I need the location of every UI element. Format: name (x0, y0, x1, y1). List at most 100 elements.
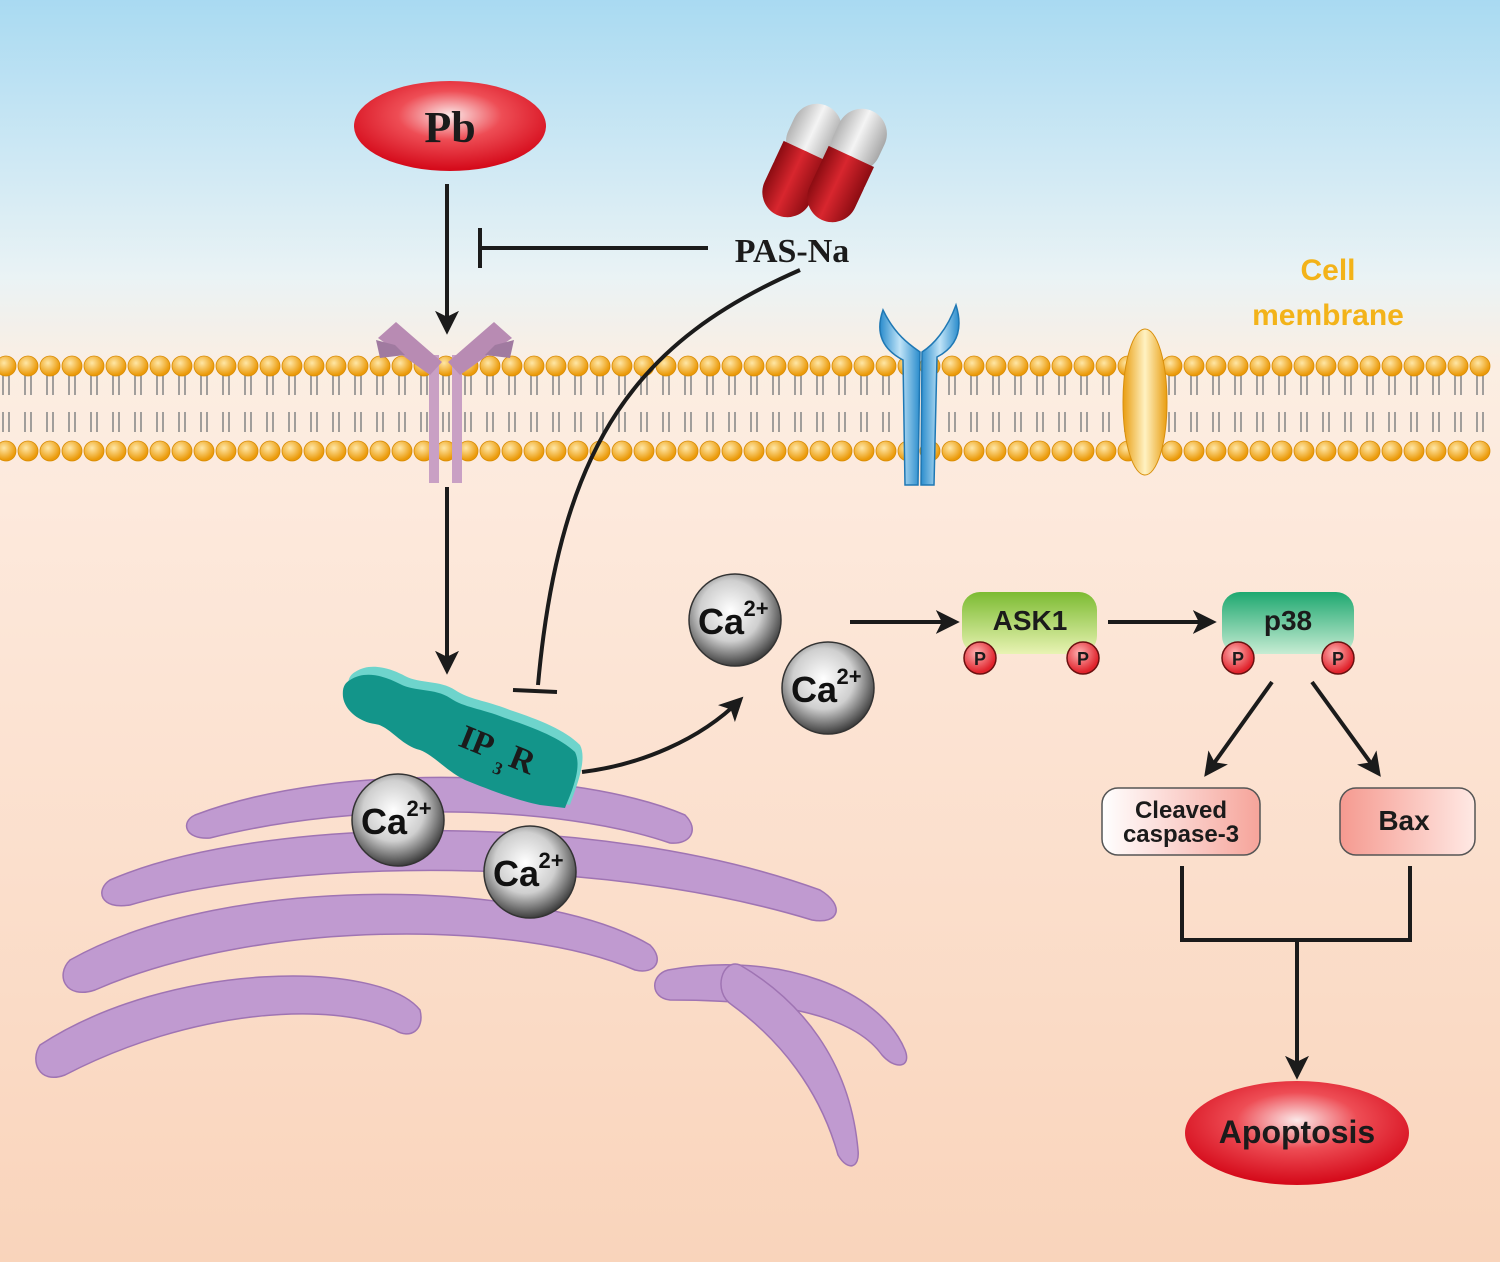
lipid-head (1183, 440, 1205, 462)
lipid-tail (420, 375, 428, 432)
lipid-head (809, 355, 831, 377)
calcium-ion-4: Ca 2+ (781, 641, 875, 735)
lipid-tail (1102, 375, 1110, 432)
ask1-phospho-left-label: P (974, 649, 986, 669)
lipid-tail (794, 375, 802, 432)
lipid-head (1469, 355, 1491, 377)
lipid-tail (266, 375, 274, 432)
lipid-tail (1212, 375, 1220, 432)
p38-phospho-right-label: P (1332, 649, 1344, 669)
lipid-head (1249, 355, 1271, 377)
lipid-head (1029, 440, 1051, 462)
calcium-ion-3-label: Ca (698, 601, 745, 642)
lipid-tail (1058, 375, 1066, 432)
lipid-head (1227, 440, 1249, 462)
lipid-head (369, 355, 391, 377)
lipid-head (1227, 355, 1249, 377)
lipid-head (0, 440, 17, 462)
lipid-head (215, 355, 237, 377)
lipid-tail (398, 375, 406, 432)
ask1-label: ASK1 (993, 605, 1068, 636)
lipid-head (1271, 355, 1293, 377)
lipid-head (1205, 440, 1227, 462)
lipid-head (1403, 440, 1425, 462)
arrow-p38-to-cleaved (1204, 680, 1274, 777)
lipid-head (83, 440, 105, 462)
calcium-ion-3: Ca 2+ (688, 573, 782, 667)
lipid-head (391, 440, 413, 462)
lipid-head (875, 355, 897, 377)
ip3r-receptor: IP 3 R (342, 666, 583, 808)
lipid-tail (508, 375, 516, 432)
lipid-tail (728, 375, 736, 432)
lipid-head (237, 355, 259, 377)
lipid-head (61, 440, 83, 462)
lipid-head (699, 440, 721, 462)
blue-membrane-receptor (879, 302, 960, 486)
lipid-head (633, 355, 655, 377)
lipid-tail (860, 375, 868, 432)
lipid-head (83, 355, 105, 377)
lipid-head (963, 440, 985, 462)
lipid-tail (838, 375, 846, 432)
lipid-head (765, 355, 787, 377)
lipid-tail (1322, 375, 1330, 432)
lipid-tail (442, 375, 450, 432)
lipid-head (1293, 440, 1315, 462)
lipid-tail (640, 375, 648, 432)
lipid-head (369, 440, 391, 462)
lipid-tail (1300, 375, 1308, 432)
lipid-tail (684, 375, 692, 432)
lipid-tail (1366, 375, 1374, 432)
lipid-tail (1014, 375, 1022, 432)
lipid-head (325, 355, 347, 377)
lipid-tail (332, 375, 340, 432)
pb-label: Pb (424, 103, 475, 152)
lipid-head (787, 440, 809, 462)
cleaved-caspase3-node: Cleaved caspase-3 (1101, 787, 1261, 856)
lipid-tail (1168, 375, 1176, 432)
lipid-tail (1080, 375, 1088, 432)
lipid-head (523, 440, 545, 462)
lipid-head (1007, 355, 1029, 377)
lipid-head (743, 355, 765, 377)
calcium-ion-4-label: Ca (791, 669, 838, 710)
lipid-head (1425, 440, 1447, 462)
lipid-head (171, 440, 193, 462)
lipid-head (787, 355, 809, 377)
pathway-connectors (435, 184, 1412, 1080)
lipid-head (1051, 355, 1073, 377)
pb-node: Pb (354, 81, 546, 171)
lipid-head (963, 355, 985, 377)
calcium-ion-2: Ca 2+ (483, 825, 577, 919)
lipid-head (941, 355, 963, 377)
lipid-head (1381, 355, 1403, 377)
lipid-head (1337, 355, 1359, 377)
lipid-head (611, 355, 633, 377)
lipid-head (479, 355, 501, 377)
lipid-tail (772, 375, 780, 432)
lipid-head (677, 440, 699, 462)
arrow-ip3r-to-ca (581, 696, 744, 774)
calcium-ion-3-charge: 2+ (743, 596, 768, 621)
lipid-tail (970, 375, 978, 432)
lipid-head (0, 355, 17, 377)
lipid-tail (222, 375, 230, 432)
lipid-head (875, 440, 897, 462)
p38-phospho-right: P (1321, 641, 1355, 675)
lipid-head (1359, 355, 1381, 377)
lipid-tail (1454, 375, 1462, 432)
cell-membrane-label-line1: Cell (1300, 254, 1355, 287)
lipid-head (259, 355, 281, 377)
lipid-head (655, 440, 677, 462)
lipid-head (677, 355, 699, 377)
lipid-head (501, 355, 523, 377)
lipid-head (105, 440, 127, 462)
lipid-head (149, 355, 171, 377)
lipid-tail (1410, 375, 1418, 432)
lipid-head (1183, 355, 1205, 377)
lipid-tail (1388, 375, 1396, 432)
lipid-tail (574, 375, 582, 432)
cell-membrane-label-line2: membrane (1252, 299, 1404, 332)
drug-capsule-icon (762, 103, 887, 223)
